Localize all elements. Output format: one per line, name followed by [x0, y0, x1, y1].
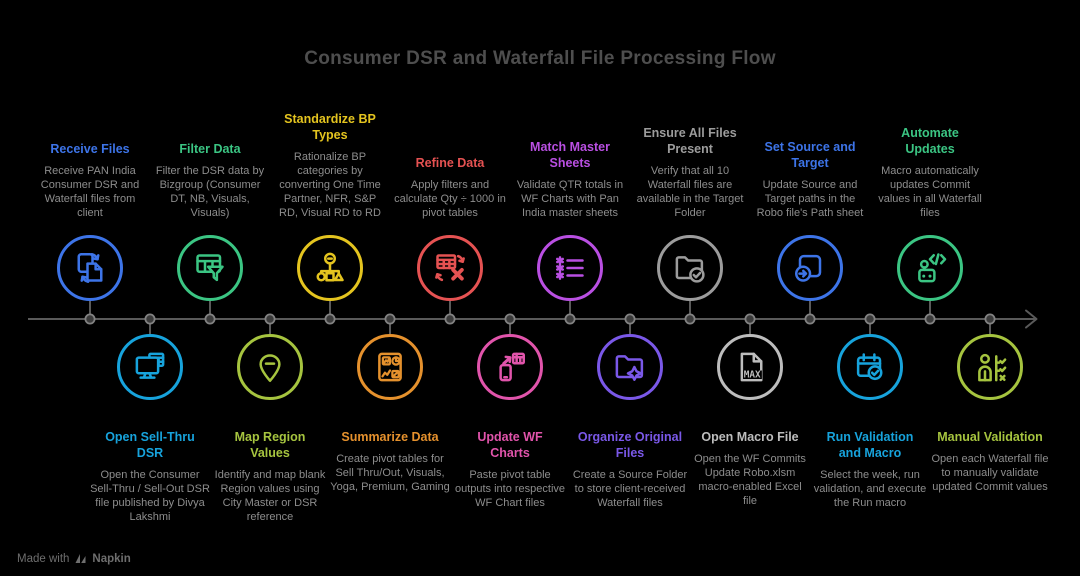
- node-text-manual-validation: Manual Validation Open each Waterfall fi…: [927, 429, 1053, 494]
- map-pin-icon: [259, 354, 281, 382]
- node-text-map-region: Map Region Values Identify and map blank…: [207, 429, 333, 524]
- node-icon-organize-files: [597, 334, 663, 400]
- node-description: Validate QTR totals in WF Charts with Pa…: [516, 179, 624, 219]
- node-label: Refine Data: [415, 156, 485, 170]
- max-file-icon: MAX: [740, 352, 763, 382]
- node-text-run-validation: Run Validation and Macro Select the week…: [807, 429, 933, 510]
- footer-made-with-text: Made with: [17, 552, 70, 565]
- node-text-set-source-target: Set Source and Target Update Source and …: [751, 90, 869, 220]
- node-label: Standardize BP Types: [284, 112, 376, 142]
- node-label: Set Source and Target: [764, 140, 856, 170]
- node-text-update-wf: Update WF Charts Paste pivot table outpu…: [447, 429, 573, 510]
- node-description: Apply filters and calculate Qty ÷ 1000 i…: [394, 179, 506, 219]
- hierarchy-shapes-icon: [316, 252, 344, 282]
- node-text-receive-files: Receive Files Receive PAN India Consumer…: [31, 90, 149, 220]
- node-text-ensure-files: Ensure All Files Present Verify that all…: [631, 90, 749, 220]
- node-icon-standardize-bp: [297, 235, 363, 301]
- asterisk-list-icon: [556, 256, 584, 280]
- node-text-summarize-data: Summarize Data Create pivot tables for S…: [327, 429, 453, 494]
- node-text-organize-files: Organize Original Files Create a Source …: [567, 429, 693, 510]
- node-text-filter-data: Filter Data Filter the DSR data by Bizgr…: [151, 90, 269, 220]
- napkin-logo-icon: [75, 554, 86, 563]
- node-label: Open Macro File: [701, 430, 799, 444]
- node-label: Match Master Sheets: [530, 140, 610, 170]
- node-label: Receive Files: [50, 142, 130, 156]
- node-description: Filter the DSR data by Bizgroup (Consume…: [155, 165, 265, 219]
- node-text-open-sellthru: Open Sell-Thru DSR Open the Consumer Sel…: [87, 429, 213, 524]
- node-label: Summarize Data: [341, 430, 439, 444]
- node-description: Update Source and Target paths in the Ro…: [756, 179, 864, 219]
- person-checklist-icon: [978, 353, 1007, 382]
- table-filter-icon: [196, 254, 224, 282]
- files-transfer-icon: [77, 253, 103, 283]
- node-icon-set-source-target: [777, 235, 843, 301]
- node-icon-ensure-files: [657, 235, 723, 301]
- node-icon-update-wf: [477, 334, 543, 400]
- node-text-match-master: Match Master Sheets Validate QTR totals …: [511, 90, 629, 220]
- node-label: Organize Original Files: [577, 430, 683, 460]
- node-icon-filter-data: [177, 235, 243, 301]
- node-icon-map-region: [237, 334, 303, 400]
- node-label: Update WF Charts: [477, 430, 543, 460]
- node-description: Rationalize BP categories by converting …: [279, 151, 381, 219]
- report-charts-icon: [378, 352, 402, 382]
- folder-sparkle-icon: [615, 355, 644, 381]
- node-text-refine-data: Refine Data Apply filters and calculate …: [391, 90, 509, 220]
- monitor-spreadsheet-icon: [135, 352, 165, 379]
- node-label: Map Region Values: [234, 430, 306, 460]
- node-description: Create pivot tables for Sell Thru/Out, V…: [330, 453, 450, 493]
- node-label: Filter Data: [179, 142, 241, 156]
- phone-to-table-icon: [499, 352, 525, 382]
- node-text-open-macro: Open Macro File Open the WF Commits Upda…: [687, 429, 813, 508]
- node-label: Run Validation and Macro: [826, 430, 914, 460]
- node-description: Open the Consumer Sell-Thru / Sell-Out D…: [90, 469, 210, 523]
- node-label: Ensure All Files Present: [643, 126, 737, 156]
- node-label: Manual Validation: [937, 430, 1043, 444]
- node-icon-open-macro: MAX: [717, 334, 783, 400]
- node-label: Open Sell-Thru DSR: [105, 430, 195, 460]
- document-arrow-in-icon: [795, 254, 822, 282]
- node-description: Receive PAN India Consumer DSR and Water…: [40, 165, 140, 219]
- node-icon-refine-data: [417, 235, 483, 301]
- footer-brand-text: Napkin: [92, 552, 131, 565]
- node-icon-automate-updates: [897, 235, 963, 301]
- node-text-standardize-bp: Standardize BP Types Rationalize BP cate…: [271, 90, 389, 220]
- timeline-arrowhead: [1025, 309, 1038, 329]
- footer: Made with Napkin: [17, 552, 131, 565]
- node-icon-open-sellthru: [117, 334, 183, 400]
- node-description: Open each Waterfall file to manually val…: [931, 453, 1049, 493]
- svg-text:MAX: MAX: [744, 370, 761, 381]
- node-description: Open the WF Commits Update Robo.xlsm mac…: [694, 453, 806, 507]
- page-title: Consumer DSR and Waterfall File Processi…: [304, 48, 776, 69]
- calendar-check-icon: [856, 353, 883, 381]
- folder-check-icon: [675, 256, 705, 283]
- node-icon-summarize-data: [357, 334, 423, 400]
- node-icon-match-master: [537, 235, 603, 301]
- node-label: Automate Updates: [901, 126, 959, 156]
- timeline-dots: [84, 313, 996, 325]
- table-remove-icon: [435, 254, 465, 282]
- node-description: Select the week, run validation, and exe…: [813, 469, 927, 509]
- node-description: Identify and map blank Region values usi…: [214, 469, 326, 523]
- node-description: Create a Source Folder to store client-r…: [572, 469, 688, 509]
- node-icon-run-validation: [837, 334, 903, 400]
- node-icon-receive-files: [57, 235, 123, 301]
- robot-code-icon: [918, 253, 947, 283]
- node-text-automate-updates: Automate Updates Macro automatically upd…: [871, 90, 989, 220]
- node-icon-manual-validation: [957, 334, 1023, 400]
- node-description: Verify that all 10 Waterfall files are a…: [636, 165, 744, 219]
- node-description: Paste pivot table outputs into respectiv…: [454, 469, 566, 509]
- node-description: Macro automatically updates Commit value…: [878, 165, 982, 219]
